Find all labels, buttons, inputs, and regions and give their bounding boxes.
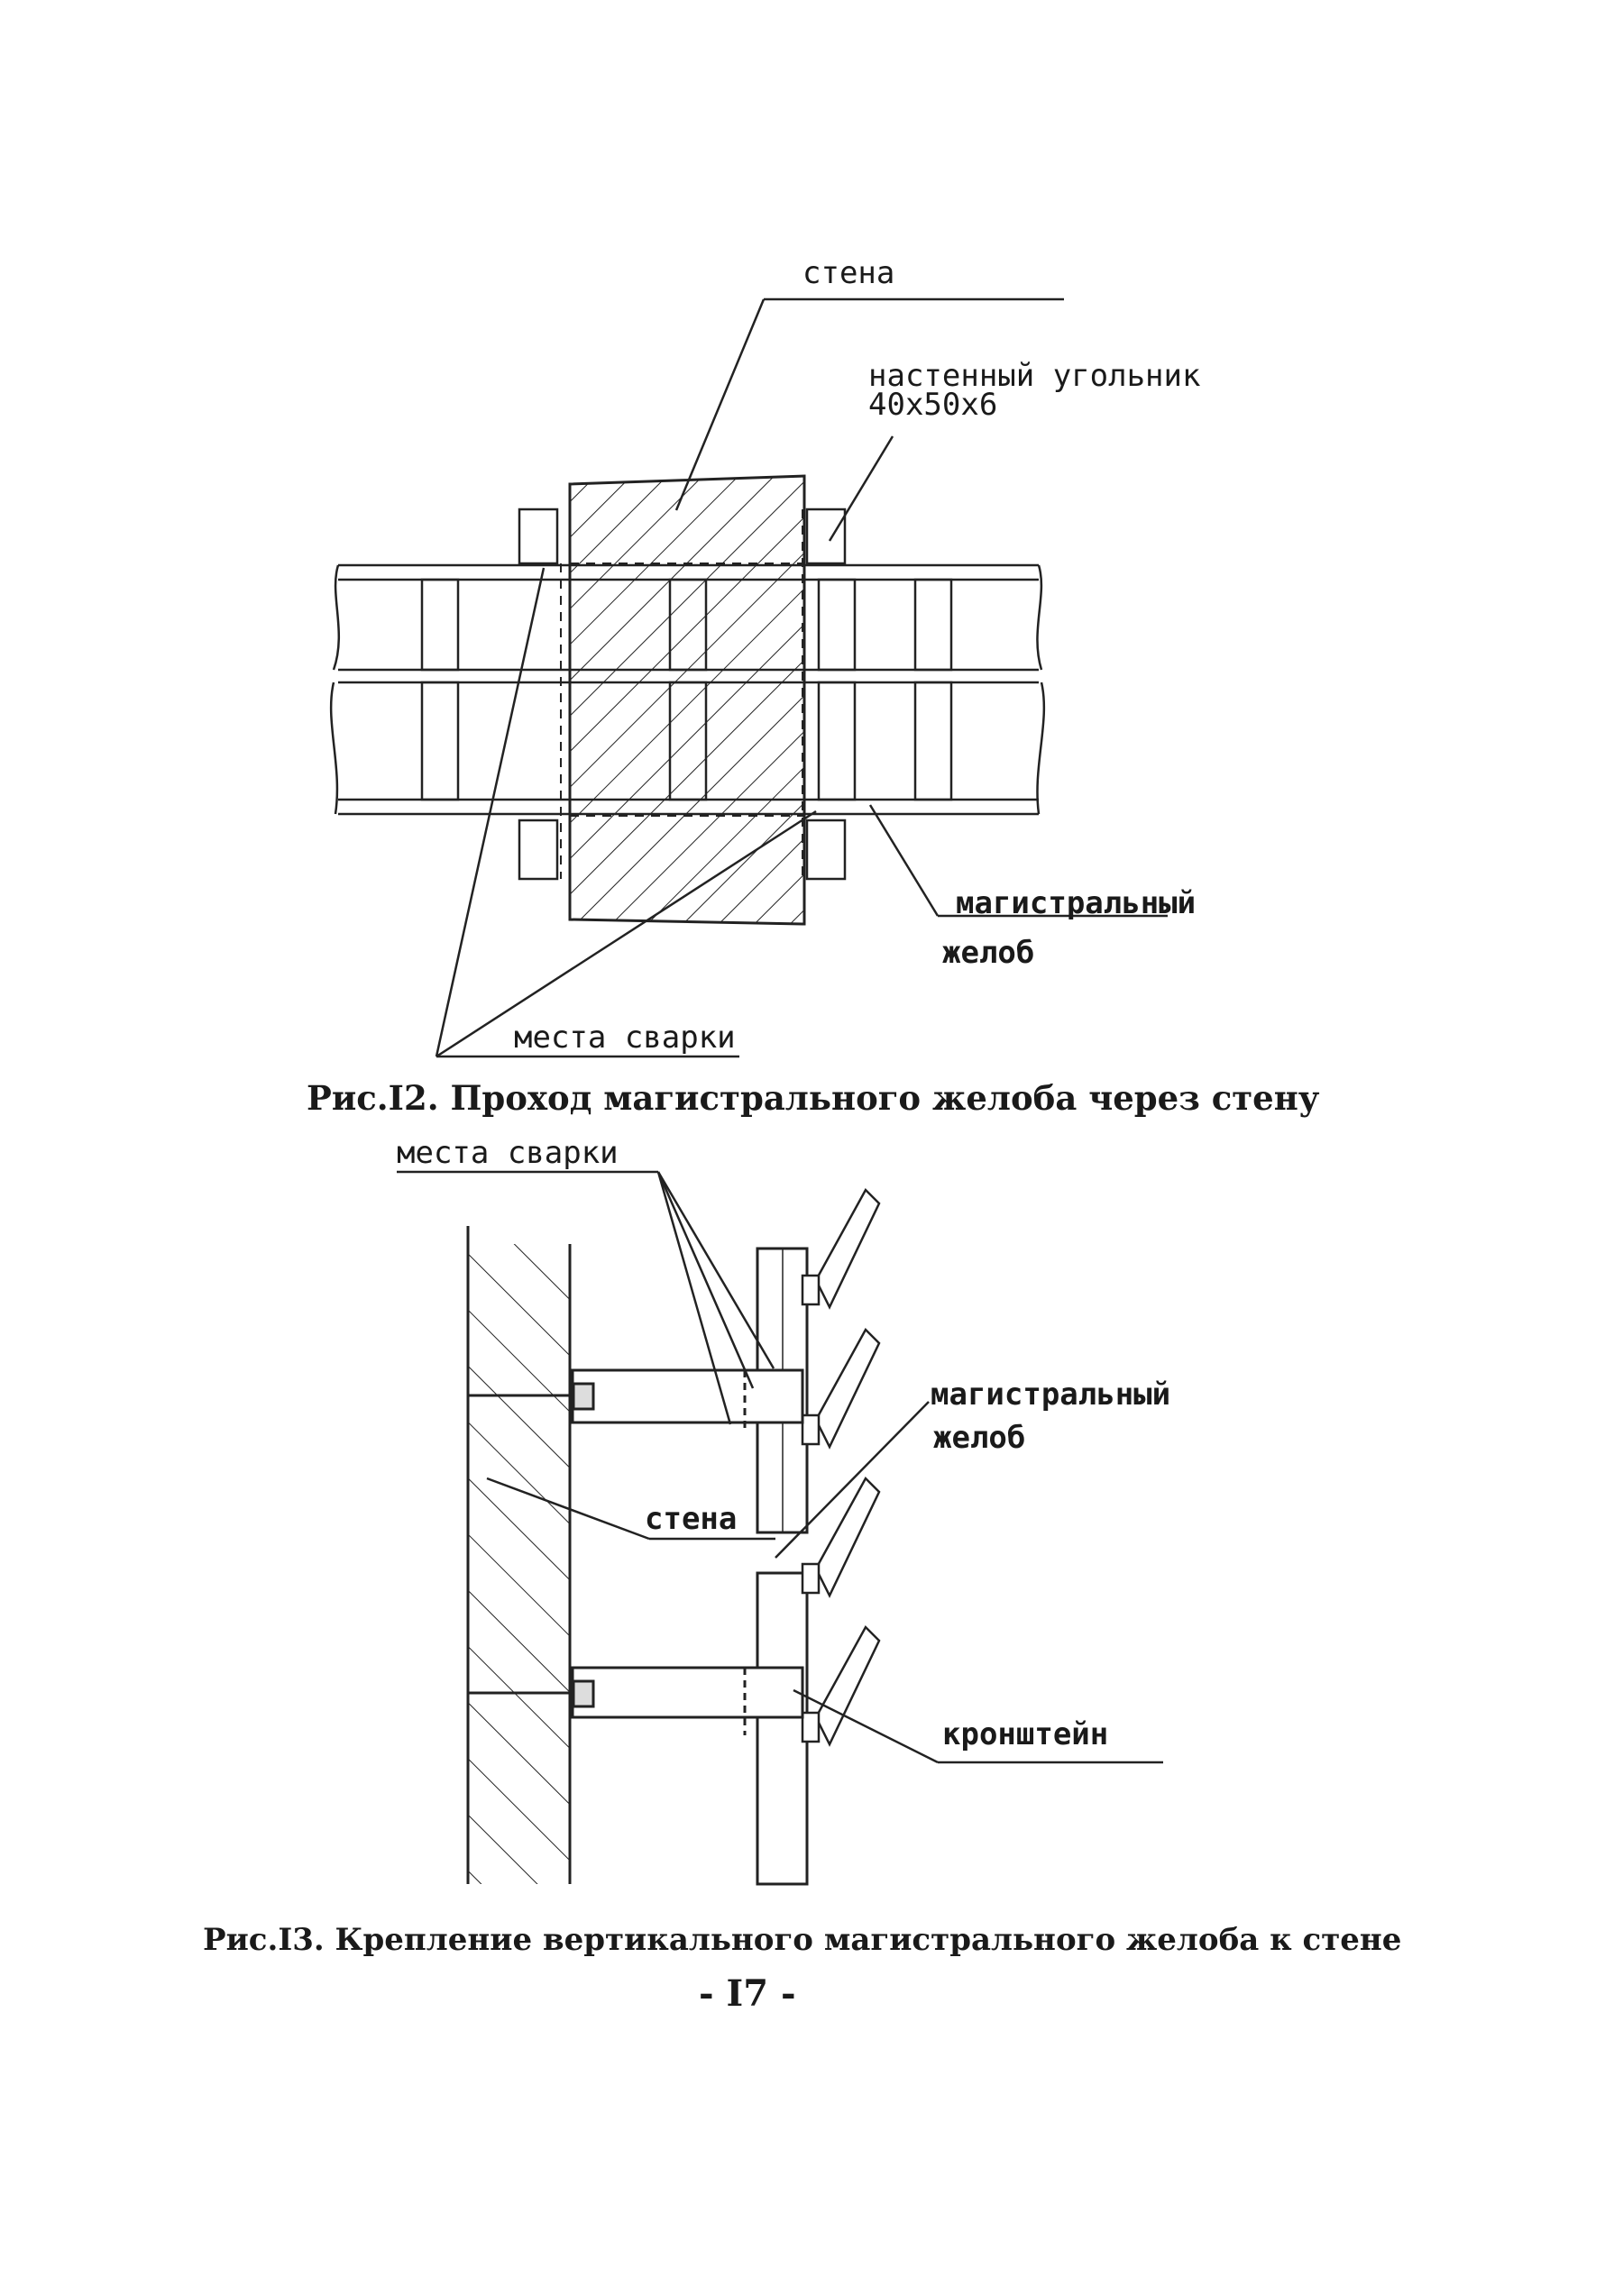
fig12-label-wall: стена	[802, 255, 895, 291]
figure-12-drawing	[329, 297, 1168, 1058]
fig13-caption: Рис.I3. Крепление вертикального магистра…	[203, 1922, 1402, 1958]
fig13-label-trough-2: желоб	[933, 1420, 1026, 1456]
wall-section	[568, 474, 806, 926]
fig12-label-trough-1: магистральный	[956, 885, 1197, 921]
fig13-leader-lines	[397, 1170, 1163, 1764]
wall-vertical-section	[466, 1226, 572, 1884]
fig12-label-weld: места сварки	[514, 1020, 736, 1056]
fig13-label-bracket: кронштейн	[942, 1716, 1109, 1752]
fig13-label-weld: места сварки	[397, 1135, 619, 1171]
fig12-label-angle-1: настенный угольник	[868, 358, 1201, 394]
trough-vertical	[756, 1247, 809, 1886]
trough-side-plates	[801, 1187, 881, 1747]
fig13-label-trough-1: магистральный	[931, 1377, 1171, 1413]
wall-angle-pieces	[518, 508, 847, 881]
fig12-label-trough-2: желоб	[942, 935, 1035, 971]
fig12-label-angle-2: 40х50х6	[868, 387, 998, 423]
fig12-caption: Рис.I2. Проход магистрального желоба чер…	[307, 1078, 1320, 1118]
fig13-label-wall: стена	[645, 1501, 738, 1537]
wall-brackets	[469, 1368, 804, 1735]
page-number: - I7 -	[699, 1972, 796, 2015]
fig12-leader-lines	[435, 297, 1168, 1058]
